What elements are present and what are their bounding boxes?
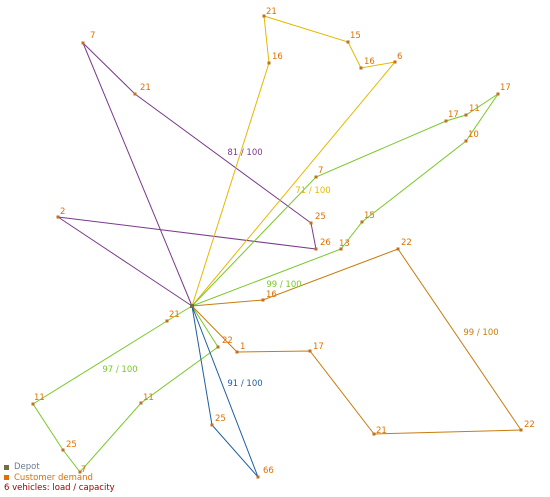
customer-demand-label: 25 — [66, 440, 77, 450]
route-load-label: 71 / 100 — [295, 186, 330, 196]
customer-demand-label: 11 — [34, 393, 45, 403]
customer-demand-label: 66 — [263, 466, 274, 476]
customer-node — [235, 350, 239, 354]
customer-node — [256, 475, 260, 479]
depot-swatch-icon — [4, 464, 9, 470]
customer-node — [444, 119, 448, 123]
route-green-sw-path — [32, 305, 219, 473]
customer-node — [262, 14, 266, 18]
customer-node — [56, 215, 60, 219]
customer-node — [360, 220, 364, 224]
customer-demand-label: 7 — [90, 31, 95, 41]
customer-demand-label: 16 — [272, 52, 283, 62]
customer-node — [393, 60, 397, 64]
customer-demand-label: 10 — [468, 130, 479, 140]
customer-node — [464, 139, 468, 143]
customer-node — [267, 61, 271, 65]
customer-node — [464, 113, 468, 117]
customer-node — [261, 298, 265, 302]
customer-demand-label: 16 — [266, 290, 277, 300]
route-load-label: 81 / 100 — [227, 148, 262, 158]
customer-node — [139, 401, 143, 405]
route-load-label: 97 / 100 — [102, 365, 137, 375]
customer-node — [61, 448, 65, 452]
customer-demand-label: 1 — [240, 342, 245, 352]
route-purple-path — [57, 42, 317, 307]
customer-demand-label: 2 — [60, 207, 65, 217]
customer-node — [133, 92, 137, 96]
legend: Depot Customer demand 6 vehicles: load /… — [4, 462, 115, 494]
customer-node — [396, 247, 400, 251]
customer-swatch-icon — [4, 475, 9, 481]
customer-demand-label: 21 — [376, 426, 387, 436]
customer-node — [314, 247, 318, 251]
customer-demand-label: 7 — [318, 166, 323, 176]
customer-demand-label: 11 — [143, 393, 154, 403]
customer-demand-label: 21 — [169, 310, 180, 320]
legend-vehicles: 6 vehicles: load / capacity — [4, 483, 115, 494]
customer-node — [309, 221, 313, 225]
customer-node — [216, 345, 220, 349]
routes-layer — [32, 15, 522, 478]
customer-demand-label: 26 — [320, 238, 331, 248]
customer-demand-label: 21 — [266, 7, 277, 17]
customer-demand-label: 15 — [364, 211, 375, 221]
route-green-ne-path — [191, 93, 499, 307]
customer-demand-label: 17 — [448, 110, 459, 120]
customer-node — [308, 349, 312, 353]
route-load-label: 91 / 100 — [227, 379, 262, 389]
customer-node — [359, 66, 363, 70]
customer-node — [372, 432, 376, 436]
customer-demand-label: 25 — [315, 212, 326, 222]
customer-node — [314, 175, 318, 179]
customer-node — [81, 41, 85, 45]
customer-demand-label: 22 — [524, 420, 535, 430]
customer-demand-label: 7 — [81, 465, 86, 475]
customer-demand-label: 21 — [140, 83, 151, 93]
customer-demand-label: 22 — [222, 336, 233, 346]
customer-node — [165, 319, 169, 323]
customer-demand-label: 16 — [364, 57, 375, 67]
customer-demand-label: 6 — [397, 52, 402, 62]
customer-demand-label: 11 — [469, 104, 480, 114]
customer-demand-label: 13 — [339, 239, 350, 249]
depot-marker — [190, 304, 194, 308]
customer-demand-label: 15 — [350, 31, 361, 41]
customer-node — [339, 247, 343, 251]
customer-node — [31, 402, 35, 406]
route-load-label: 99 / 100 — [266, 280, 301, 290]
route-orange-e-path — [191, 248, 522, 435]
legend-depot: Depot — [4, 462, 115, 473]
customer-demand-label: 17 — [313, 342, 324, 352]
legend-customer: Customer demand — [4, 473, 115, 484]
route-load-label: 99 / 100 — [463, 328, 498, 338]
customer-demand-label: 17 — [500, 83, 511, 93]
customer-demand-label: 25 — [215, 414, 226, 424]
customer-demand-label: 22 — [401, 238, 412, 248]
customer-node — [78, 470, 82, 474]
customer-node — [519, 428, 523, 432]
route-blue-path — [191, 305, 259, 478]
customer-node — [210, 423, 214, 427]
customer-node — [496, 92, 500, 96]
nodes-layer — [31, 14, 523, 479]
vehicles-caption: 6 vehicles: load / capacity — [4, 483, 115, 493]
legend-customer-label: Customer demand — [14, 472, 93, 483]
customer-node — [346, 40, 350, 44]
legend-depot-label: Depot — [14, 462, 40, 472]
